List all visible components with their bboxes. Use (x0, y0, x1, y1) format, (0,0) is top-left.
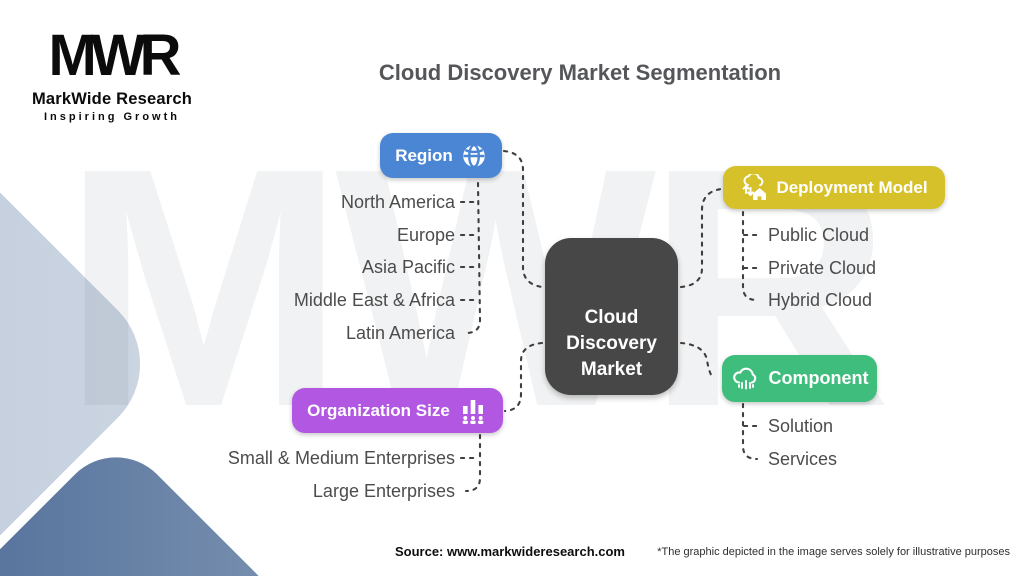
region-to-center-line (502, 149, 544, 289)
leaf-item-asia-pacific: Asia Pacific (361, 257, 455, 277)
page-title: Cloud Discovery Market Segmentation (378, 60, 782, 85)
logo-monogram: MWR (48, 23, 182, 88)
branch-pill-region-label: Region (395, 145, 453, 165)
leaf-item-public-cloud: Public Cloud (768, 225, 870, 245)
center-to-organization-line (503, 341, 544, 413)
organization-items-spine (459, 433, 482, 493)
globe-icon (462, 143, 485, 168)
branch-pill-organization-size: Organization Size (292, 388, 503, 433)
component-items-spine (741, 402, 763, 461)
branch-pill-deployment-model: Deployment Model (723, 166, 945, 209)
bar-chart-people-icon (462, 399, 484, 424)
leaf-item-services: Services (768, 449, 838, 469)
leaf-item-middle-east-africa: Middle East & Africa (293, 290, 455, 310)
markwide-logo: MWR MarkWide Research Inspiring Growth (26, 18, 198, 123)
branch-pill-component-label: Component (768, 368, 869, 388)
source-text: Source: www.markwideresearch.com (394, 544, 625, 559)
leaf-item-hybrid-cloud: Hybrid Cloud (768, 290, 873, 310)
logo-name: MarkWide Research (31, 90, 193, 108)
center-node-label: Cloud Discovery Market (566, 307, 657, 380)
deployment-items-spine (741, 210, 763, 302)
logo-tagline: Inspiring Growth (44, 111, 180, 123)
leaf-item-private-cloud: Private Cloud (768, 258, 877, 278)
leaf-item-north-america: North America (340, 192, 455, 212)
branch-pill-component: Component (722, 355, 877, 402)
leaf-item-small-medium-enterprises: Small & Medium Enterprises (227, 448, 455, 468)
branch-pill-region: Region (380, 133, 502, 178)
region-items-spine (459, 181, 482, 335)
leaf-item-europe: Europe (396, 225, 455, 245)
leaf-item-latin-america: Latin America (345, 323, 455, 343)
branch-pill-deployment-model-label: Deployment Model (776, 177, 928, 197)
center-to-component-line (679, 341, 715, 380)
branch-pill-organization-size-label: Organization Size (307, 400, 450, 420)
center-to-deployment-line (679, 187, 723, 289)
leaf-item-large-enterprises: Large Enterprises (312, 481, 455, 501)
cloud-circuit-icon (732, 367, 756, 389)
leaf-item-solution: Solution (768, 416, 834, 436)
center-node-cloud-discovery-market: Cloud Discovery Market (545, 238, 678, 395)
disclaimer-text: *The graphic depicted in the image serve… (657, 546, 1010, 558)
cloud-sync-home-icon (743, 173, 767, 200)
